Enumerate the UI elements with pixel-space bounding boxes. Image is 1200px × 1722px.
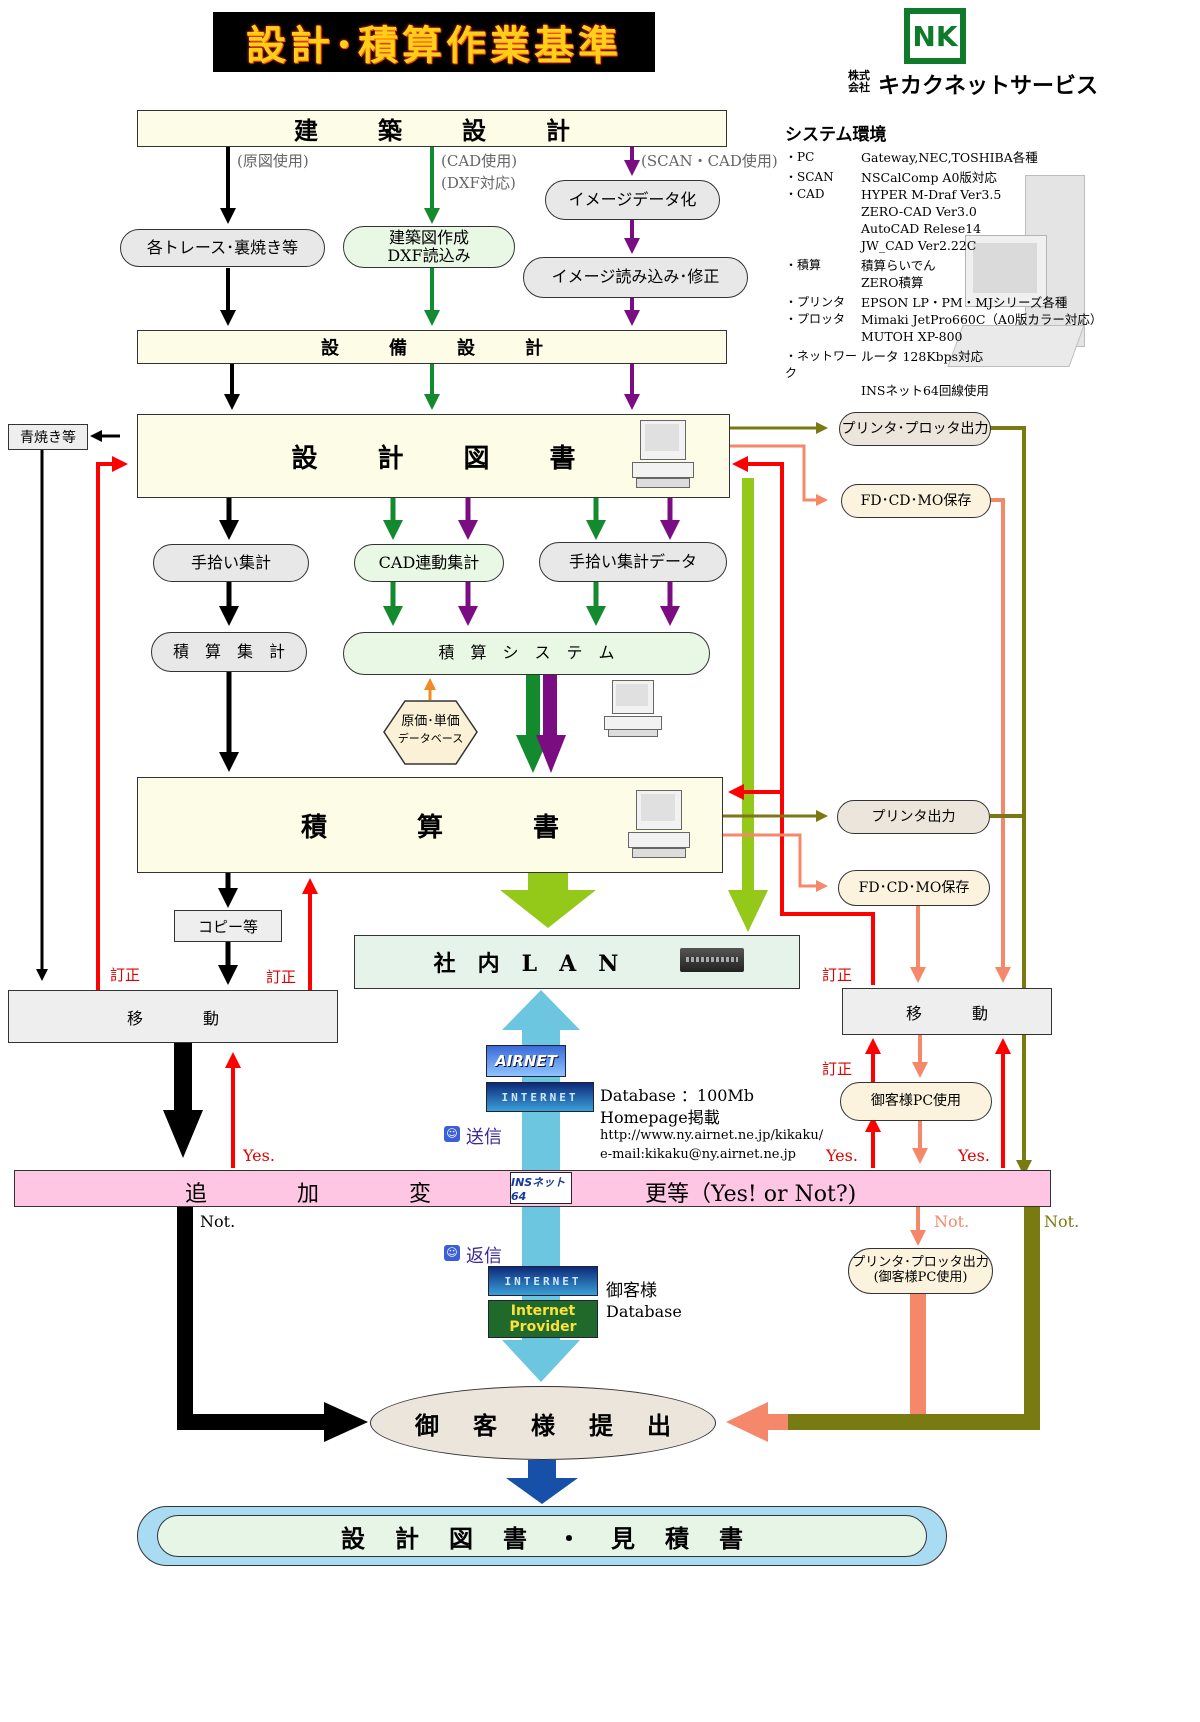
system-env-item: ・積算積算らいでん [785,258,936,273]
internet-badge: INTERNET [488,1266,598,1296]
internet-badge: INTERNET [486,1082,594,1112]
fd-save-pill-2: FD･CD･MO保存 [838,870,990,906]
system-env-item: ZERO積算 [861,275,924,290]
sekkei-tosho-box: 設計図書 [137,414,730,498]
logo-mark-icon: NK [904,8,966,64]
final-inner: 設計図書・見積書 [157,1515,927,1557]
airnet-badge: AIRNET [486,1045,566,1077]
homepage-label: Homepage掲載 [600,1108,720,1127]
system-env-item: AutoCAD Relese14 [861,221,982,236]
system-env-item: ZERO-CAD Ver3.0 [861,204,977,219]
printer-plotter-pill: プリンタ･プロッタ出力 [839,412,991,446]
system-env-item: MUTOH XP-800 [861,329,963,344]
sekisan-sho-box: 積算書 [137,777,723,873]
idou-box-left: 移動 [8,990,338,1043]
email-address: e-mail:kikaku@ny.airnet.ne.jp [600,1147,796,1162]
pc-icon [632,420,694,488]
send-icon: ☺ [444,1126,460,1142]
not-label: Not. [1044,1212,1080,1231]
pp-output-customer-pill: プリンタ･プロッタ出力(御客様PC使用) [848,1248,993,1294]
aoyaki-box: 青焼き等 [8,424,88,450]
page-title: 設計･積算作業基準 [246,22,622,69]
fd-save-pill-1: FD･CD･MO保存 [841,484,991,518]
kenchiku-sekkei-box: 建築設計 [137,110,727,147]
customer-database-label: Database [606,1302,682,1321]
sekisan-shukei-pill: 積 算 集 計 [151,632,307,672]
computer-illustration-icon [947,175,1085,385]
ins64-badge: INSネット64 [510,1172,572,1204]
image-data-pill: イメージデータ化 [545,180,720,220]
branch-genzu: (原図使用) [237,152,309,170]
company-name: キカクネットサービス [878,74,1099,99]
genka-database-hexagon: 原価･単価データベース [383,700,478,765]
system-env-heading: システム環境 [785,125,887,145]
title-banner: 設計･積算作業基準 [213,12,655,72]
branch-dxf: (DXF対応) [441,174,516,192]
cad-renda-pill: CAD連動集計 [354,544,504,582]
system-env-item: INSネット64回線使用 [861,383,989,398]
customer-pc-pill: 御客様PC使用 [840,1082,992,1121]
company-prefix: 株式会社 [848,69,870,94]
not-label: Not. [200,1212,236,1231]
teisei-label: 訂正 [266,968,297,986]
database-size: Database ：100Mb [600,1086,755,1105]
printer-pill: プリンタ出力 [837,800,990,834]
yes-label: Yes. [826,1146,858,1165]
tehiroi-data-pill: 手拾い集計データ [539,542,727,582]
teisei-label: 訂正 [822,966,853,984]
branch-cad: (CAD使用) [441,152,518,170]
reply-icon: ☺ [444,1245,460,1261]
reply-label: 返信 [466,1246,502,1267]
not-label: Not. [934,1212,970,1231]
lan-device-icon [680,948,744,972]
branch-scan: (SCAN・CAD使用) [641,152,778,170]
copy-box: コピー等 [174,910,282,942]
internet-provider-badge: Internet Provider [488,1300,598,1338]
setsubi-sekkei-box: 設備設計 [137,330,727,364]
company-logo: NK 株式会社 キカクネットサービス [848,8,1098,99]
idou-box-right: 移動 [842,988,1052,1035]
yes-label: Yes. [958,1146,990,1165]
system-env-item: ・ネットワークルータ 128Kbps対応 [785,349,984,380]
image-read-pill: イメージ読み込み･修正 [523,257,748,298]
teishutsu-ellipse: 御客様提出 [370,1386,716,1460]
customer-label: 御客様 [606,1281,657,1301]
pc-icon [604,680,662,737]
teisei-label: 訂正 [822,1060,853,1078]
pc-icon [628,790,690,858]
sekisan-system-pill: 積 算 シ ス テ ム [343,632,710,675]
trace-pill: 各トレース･裏焼き等 [120,229,325,267]
yes-label: Yes. [243,1146,275,1165]
tehiroi-pill: 手拾い集計 [153,544,309,582]
homepage-url: http://www.ny.airnet.ne.jp/kikaku/ [600,1128,824,1143]
teisei-label: 訂正 [110,966,141,984]
send-label: 送信 [466,1127,502,1148]
system-env-item: JW_CAD Ver2.22C [861,238,977,253]
